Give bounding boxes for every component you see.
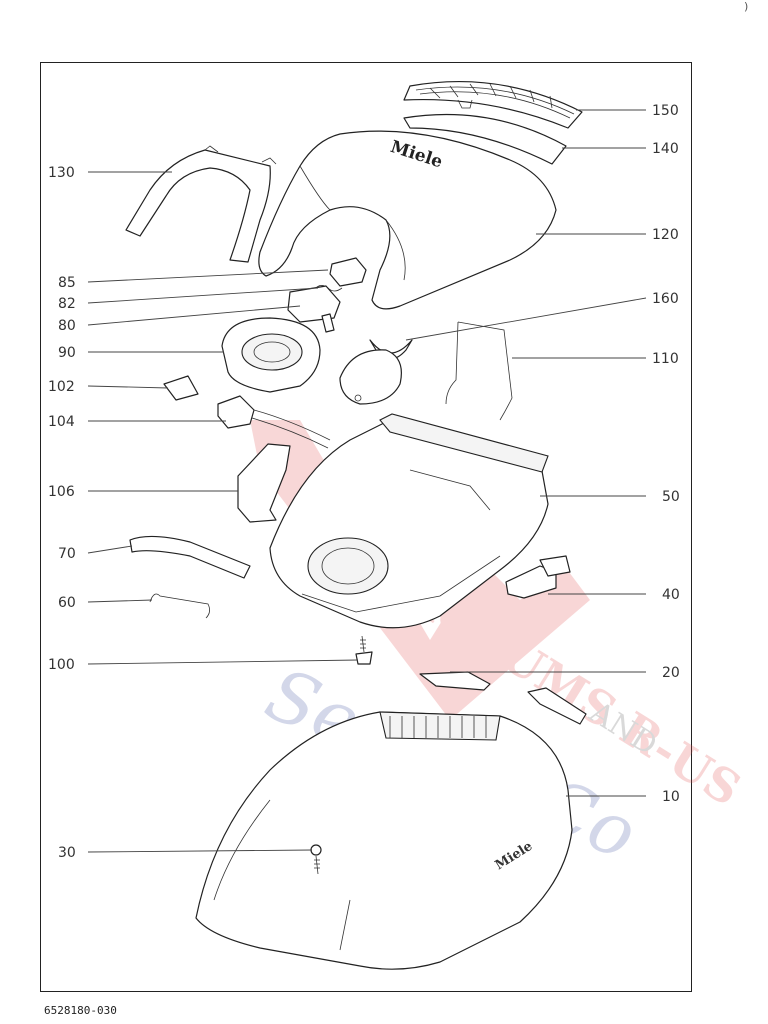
part-80-switch-assembly	[287, 285, 341, 333]
part-10-bottom-housing: Miele	[195, 711, 573, 970]
callout-130: 130	[48, 165, 75, 181]
document-id: 6528180-030	[44, 1004, 117, 1017]
callout-82: 82	[58, 296, 76, 312]
part-60-spring-wire	[149, 593, 210, 619]
callout-104: 104	[48, 414, 75, 430]
callout-106: 106	[48, 484, 75, 500]
callout-85: 85	[58, 275, 76, 291]
part-120-top-cover: Miele	[258, 130, 557, 310]
callout-100: 100	[48, 657, 75, 673]
dome-cover	[339, 349, 402, 405]
callout-80: 80	[58, 318, 76, 334]
part-50-motor-housing-chassis	[269, 413, 549, 629]
callout-50: 50	[662, 489, 680, 505]
callout-10: 10	[662, 789, 680, 805]
callout-30: 30	[58, 845, 76, 861]
callouts-right: 150 140 120 160 110 50 40 20 10	[652, 103, 680, 805]
callout-40: 40	[662, 587, 680, 603]
part-102-small-cap	[163, 375, 199, 401]
part-70-bumper-strip	[129, 535, 251, 579]
part-40-latch	[505, 555, 571, 599]
callout-60: 60	[58, 595, 76, 611]
part-130-carry-handle	[125, 145, 277, 263]
callouts-left: 130 85 82 80 90 102 104 106 70 60 100 30	[48, 165, 76, 861]
part-150-exhaust-grille	[403, 80, 583, 129]
part-106-side-cover	[237, 443, 291, 523]
callout-70: 70	[58, 546, 76, 562]
part-20-wheel-rail-b	[527, 687, 587, 725]
callout-110: 110	[652, 351, 679, 367]
callout-140: 140	[652, 141, 679, 157]
diagram-frame	[40, 62, 692, 992]
callout-102: 102	[48, 379, 75, 395]
leader-lines-right	[405, 109, 647, 797]
callout-90: 90	[58, 345, 76, 361]
part-100-screw	[355, 635, 373, 665]
part-104-connector	[217, 395, 331, 449]
callout-120: 120	[652, 227, 679, 243]
part-85-switch-button	[329, 257, 367, 287]
part-110-wire-bracket	[445, 321, 513, 421]
part-90-cord-rewind-plate	[221, 317, 321, 393]
callout-160: 160	[652, 291, 679, 307]
part-140-filter-pad	[403, 113, 567, 165]
corner-mark: )	[744, 0, 749, 13]
callout-150: 150	[652, 103, 679, 119]
callout-20: 20	[662, 665, 680, 681]
leader-lines-left	[87, 171, 359, 853]
